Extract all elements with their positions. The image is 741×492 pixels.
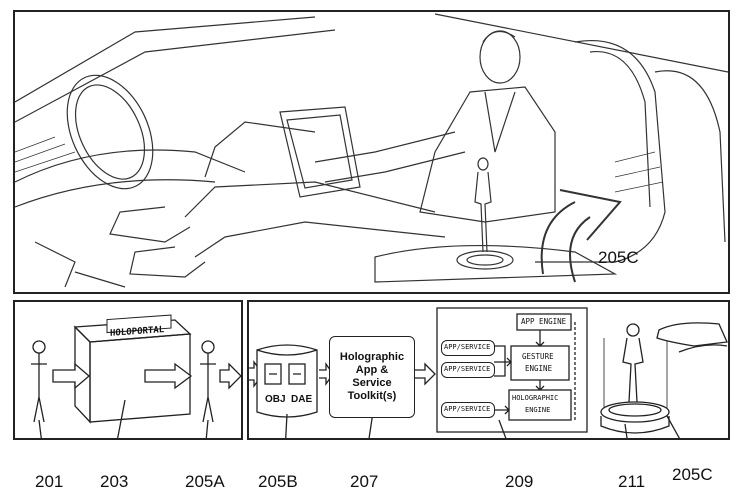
- app-engine-label: APP ENGINE: [521, 317, 567, 326]
- app-service-box-2: APP/SERVICE: [441, 362, 495, 378]
- holographic-engine-label-2: ENGINE: [525, 406, 551, 414]
- toolkit-label-line4: Toolkit(s): [347, 390, 397, 402]
- ref-205c-top: 205C: [598, 248, 639, 267]
- ref-205a: 205A: [185, 472, 225, 491]
- pipeline-connectors: [249, 307, 728, 438]
- gesture-engine-label-1: GESTURE: [522, 352, 554, 361]
- app-service-label-3: APP/SERVICE: [444, 405, 491, 413]
- holographic-engine-label-1: HOLOGRAPHIC: [512, 394, 559, 402]
- car-interior-illustration: [15, 13, 728, 288]
- ref-211: 211: [618, 472, 646, 491]
- ref-203: 203: [100, 472, 129, 491]
- ref-201: 201: [35, 472, 64, 491]
- app-service-box-1: APP/SERVICE: [441, 340, 495, 356]
- app-service-label-2: APP/SERVICE: [444, 365, 491, 373]
- toolkit-label-line3: Service: [352, 377, 392, 389]
- capture-illustration: [31, 314, 241, 438]
- toolkit-label-line2: App &: [355, 364, 389, 376]
- gesture-engine-label-2: ENGINE: [525, 364, 553, 373]
- ref-207: 207: [350, 472, 379, 491]
- file-format-obj: OBJ: [265, 394, 286, 405]
- ref-205b: 205B: [258, 472, 298, 491]
- ref-205c-bottom: 205C: [672, 465, 713, 484]
- pipeline-panel: OBJ DAE Holographic App & Service Toolki…: [247, 300, 730, 440]
- car-interior-panel: 205C: [13, 10, 730, 294]
- toolkit-label-line1: Holographic: [339, 351, 405, 363]
- app-service-box-3: APP/SERVICE: [441, 402, 495, 418]
- file-format-dae: DAE: [291, 394, 313, 405]
- toolkit-box: Holographic App & Service Toolkit(s): [329, 336, 415, 418]
- ref-209: 209: [505, 472, 534, 491]
- capture-panel: HOLOPORTAL: [13, 300, 243, 440]
- app-service-label-1: APP/SERVICE: [444, 343, 491, 351]
